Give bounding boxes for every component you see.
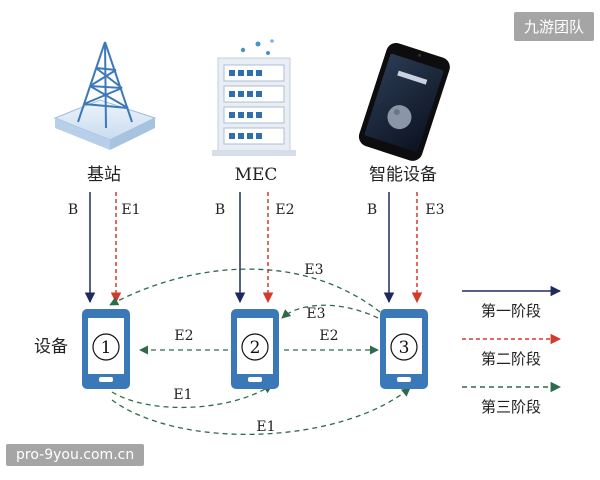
mec-label: MEC xyxy=(235,165,278,185)
legend-stage1-label: 第一阶段 xyxy=(481,302,541,320)
device-2: 2 xyxy=(231,309,279,389)
legend-stage3-label: 第三阶段 xyxy=(481,398,541,416)
base-station-label: 基站 xyxy=(87,165,121,185)
edge-e3-3-to-1 xyxy=(110,269,380,312)
smart-device-label: 智能设备 xyxy=(369,165,437,185)
label-b-smart: B xyxy=(367,202,377,218)
label-e3-vertical: E3 xyxy=(425,202,444,218)
watermark-top: 九游团队 xyxy=(514,12,594,41)
label-e3-arc-small: E3 xyxy=(306,306,325,322)
edge-e3-3-to-2 xyxy=(282,305,378,318)
label-e3-arc-top: E3 xyxy=(304,262,323,278)
device-3: 3 xyxy=(380,309,428,389)
device-2-number: 2 xyxy=(250,338,261,358)
device-row-label: 设备 xyxy=(34,337,68,357)
watermark-bottom: pro-9you.com.cn xyxy=(6,444,144,466)
legend: 第一阶段 第二阶段 第三阶段 xyxy=(462,291,560,416)
label-e2-vertical: E2 xyxy=(275,202,294,218)
base-station-icon xyxy=(55,42,155,150)
label-b-base: B xyxy=(68,202,78,218)
device-3-number: 3 xyxy=(399,338,410,358)
label-e1-bottom: E1 xyxy=(256,419,275,435)
label-e1-vertical: E1 xyxy=(121,202,140,218)
legend-stage2-label: 第二阶段 xyxy=(481,350,541,368)
mec-server-icon xyxy=(212,39,296,156)
device-1: 1 xyxy=(82,309,130,389)
label-e2-left: E2 xyxy=(174,328,193,344)
label-e2-right: E2 xyxy=(319,328,338,344)
label-e1-low: E1 xyxy=(173,387,192,403)
label-b-mec: B xyxy=(215,202,225,218)
smart-phone-icon xyxy=(356,40,452,163)
device-1-number: 1 xyxy=(101,338,112,358)
